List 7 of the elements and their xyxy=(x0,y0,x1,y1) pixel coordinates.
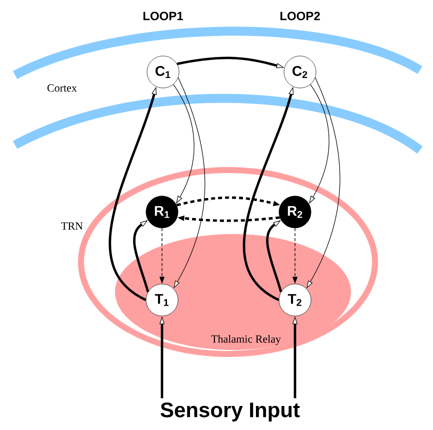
region-label: TRN xyxy=(61,222,83,230)
arrow xyxy=(133,220,150,292)
arrow xyxy=(266,220,282,292)
loop-label: LOOP2 xyxy=(280,12,320,20)
region-label: Cortex xyxy=(48,84,77,92)
input-label: Sensory Input xyxy=(160,402,300,422)
loop-label: LOOP1 xyxy=(143,12,183,20)
